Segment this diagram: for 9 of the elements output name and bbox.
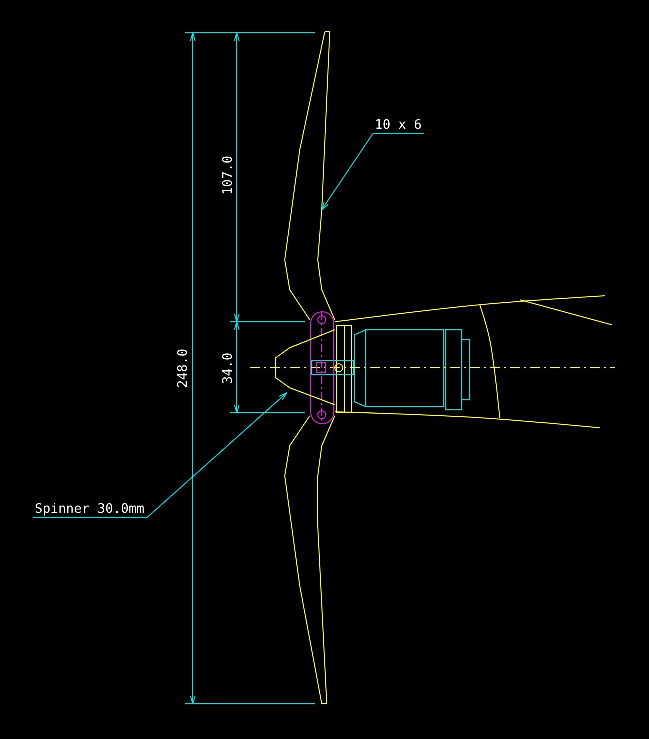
- dimension-label: 107.0: [220, 155, 236, 195]
- dimension-label: 34.0: [220, 352, 236, 384]
- spinner-drawing: [276, 330, 336, 406]
- part-label: 10 x 6: [373, 118, 424, 134]
- leader-line: [322, 134, 374, 210]
- propeller-drawing: [284, 32, 336, 704]
- part-label: Spinner 30.0mm: [33, 502, 147, 518]
- leader-line: [146, 392, 288, 518]
- dimension-label: 248.0: [176, 348, 191, 388]
